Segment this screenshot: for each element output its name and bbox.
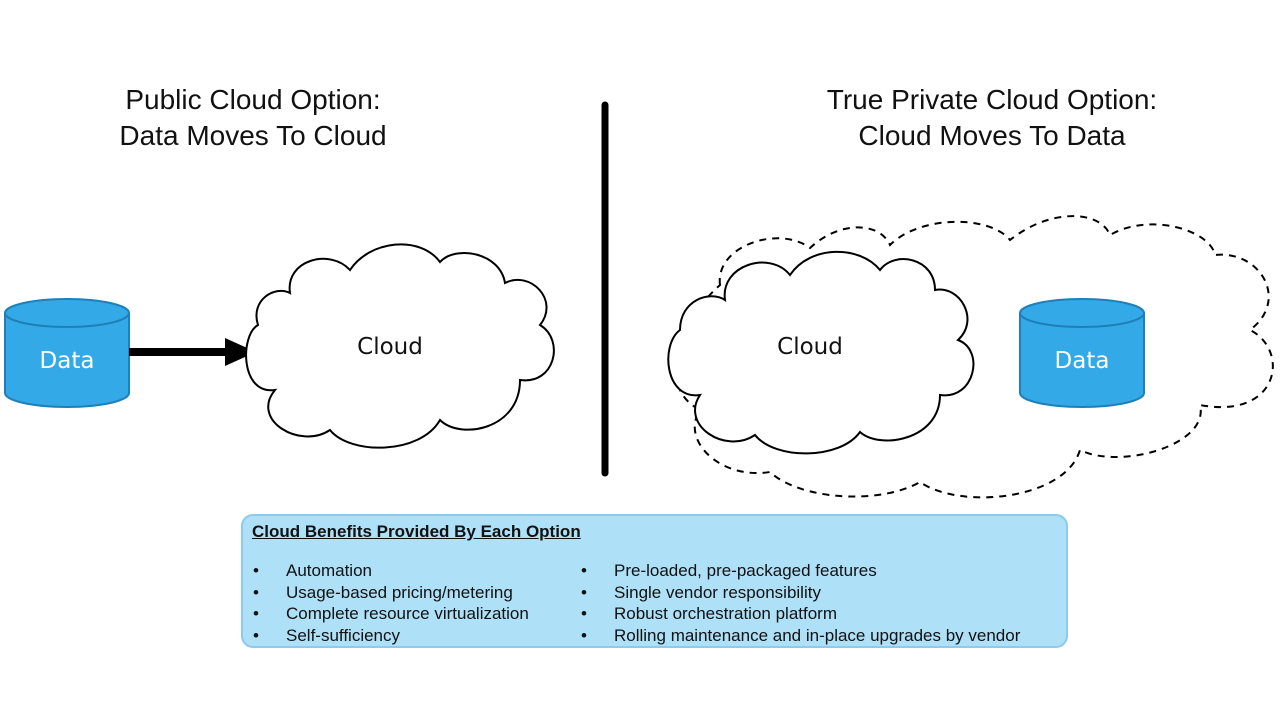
bullet-icon: •	[253, 604, 259, 623]
left-cloud-shape: Cloud	[245, 243, 555, 449]
public-cloud-title-line2: Data Moves To Cloud	[119, 120, 387, 151]
right-database-label: Data	[1055, 348, 1110, 374]
bullet-icon: •	[253, 582, 259, 602]
benefits-title: Cloud Benefits Provided By Each Option	[252, 522, 581, 541]
private-cloud-title-line1: True Private Cloud Option:	[826, 84, 1158, 115]
right-cloud-label: Cloud	[777, 334, 843, 360]
left-database-label: Data	[40, 348, 95, 374]
public-cloud-title-line1: Public Cloud Option:	[125, 84, 381, 115]
data-to-cloud-arrow	[129, 338, 256, 366]
private-cloud-title-line2: Cloud Moves To Data	[858, 120, 1126, 151]
bullet-icon: •	[253, 561, 259, 580]
bullet-icon: •	[581, 561, 587, 580]
left-cloud-label: Cloud	[357, 334, 423, 360]
private-cloud-title: True Private Cloud Option: Cloud Moves T…	[792, 82, 1192, 154]
right-cloud-shape: Cloud	[667, 250, 975, 455]
benefits-box: Cloud Benefits Provided By Each Option •…	[241, 514, 1068, 648]
bullet-icon: •	[253, 625, 259, 645]
left-database-icon: Data	[4, 298, 130, 408]
bullet-icon: •	[581, 625, 587, 645]
right-database-icon: Data	[1019, 298, 1145, 408]
public-cloud-title: Public Cloud Option: Data Moves To Cloud	[53, 82, 453, 154]
bullet-icon: •	[581, 582, 587, 602]
bullet-icon: •	[581, 604, 587, 623]
